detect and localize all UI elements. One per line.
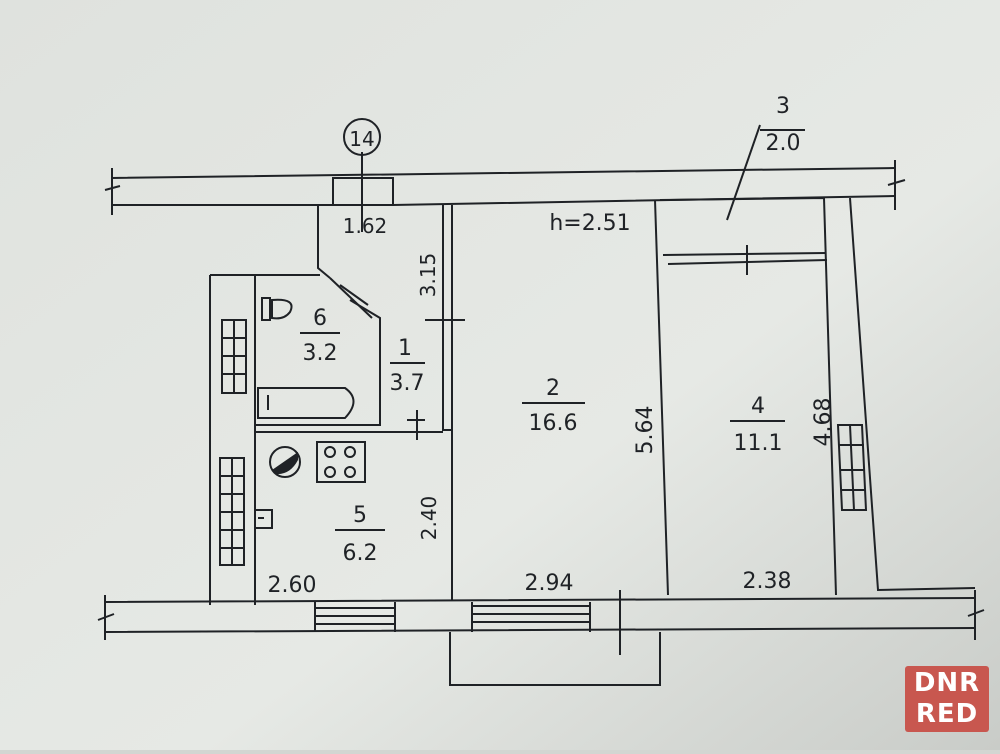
room-5-number: 5 [353, 503, 367, 528]
room-3-number: 3 [776, 94, 790, 119]
room-1-number: 1 [398, 336, 412, 361]
vent-grille-lower [219, 457, 245, 566]
gas-meter-icon [269, 446, 301, 478]
room-2-area: 16.6 [529, 411, 578, 436]
room-6-area: 3.2 [303, 341, 338, 366]
bath-diagonal [329, 277, 373, 319]
window-living [471, 602, 591, 632]
bath-door [339, 284, 369, 306]
dim-hall-width: 1.62 [343, 214, 388, 238]
bottom-wall-break-right [967, 590, 985, 640]
bottom-wall-break-left [97, 595, 115, 640]
dim-room4-width: 2.38 [743, 569, 792, 594]
room-1-area: 3.7 [390, 371, 425, 396]
dim-room2-length: 5.64 [633, 406, 658, 455]
top-wall-break-right [887, 160, 906, 210]
room-4-number: 4 [751, 394, 765, 419]
room-4-area: 11.1 [734, 431, 783, 456]
stove [316, 441, 366, 483]
vent-grille-upper [221, 319, 247, 394]
room2-walls [451, 199, 828, 600]
watermark-logo [905, 666, 989, 732]
room-2-number: 2 [546, 376, 560, 401]
dim-hall-length: 3.15 [416, 253, 440, 298]
loggia-leader [726, 124, 761, 221]
room-5-area: 6.2 [343, 541, 378, 566]
left-wall [209, 274, 320, 605]
bathtub [257, 387, 355, 419]
kitchen-door-tick [407, 410, 425, 440]
walls [97, 124, 985, 686]
axis-marker-circle [343, 118, 381, 156]
toilet [261, 297, 293, 321]
room-3-area: 2.0 [766, 131, 801, 156]
top-wall-break-left [104, 168, 121, 215]
window-kitchen [314, 602, 396, 632]
balcony [449, 632, 661, 686]
fraction-bars [300, 332, 785, 531]
watermark-line-2: RED [915, 699, 979, 729]
bath-kitchen-partition [254, 299, 443, 433]
axis-marker-label: 14 [349, 127, 374, 151]
watermark-line-1: DNR [913, 668, 981, 698]
bottom-wall [104, 597, 976, 633]
room-6-number: 6 [313, 306, 327, 331]
dim-kitchen-width: 2.60 [268, 573, 317, 598]
dim-room2-width: 2.94 [525, 571, 574, 596]
dim-room4-length: 4.68 [811, 398, 836, 447]
gas-meter-fill [272, 452, 298, 475]
window-room4 [836, 424, 868, 511]
dim-kitchen-length: 2.40 [417, 496, 441, 541]
room4-walls [659, 196, 976, 596]
ceiling-height-label: h=2.51 [549, 211, 630, 236]
sink [254, 509, 273, 529]
